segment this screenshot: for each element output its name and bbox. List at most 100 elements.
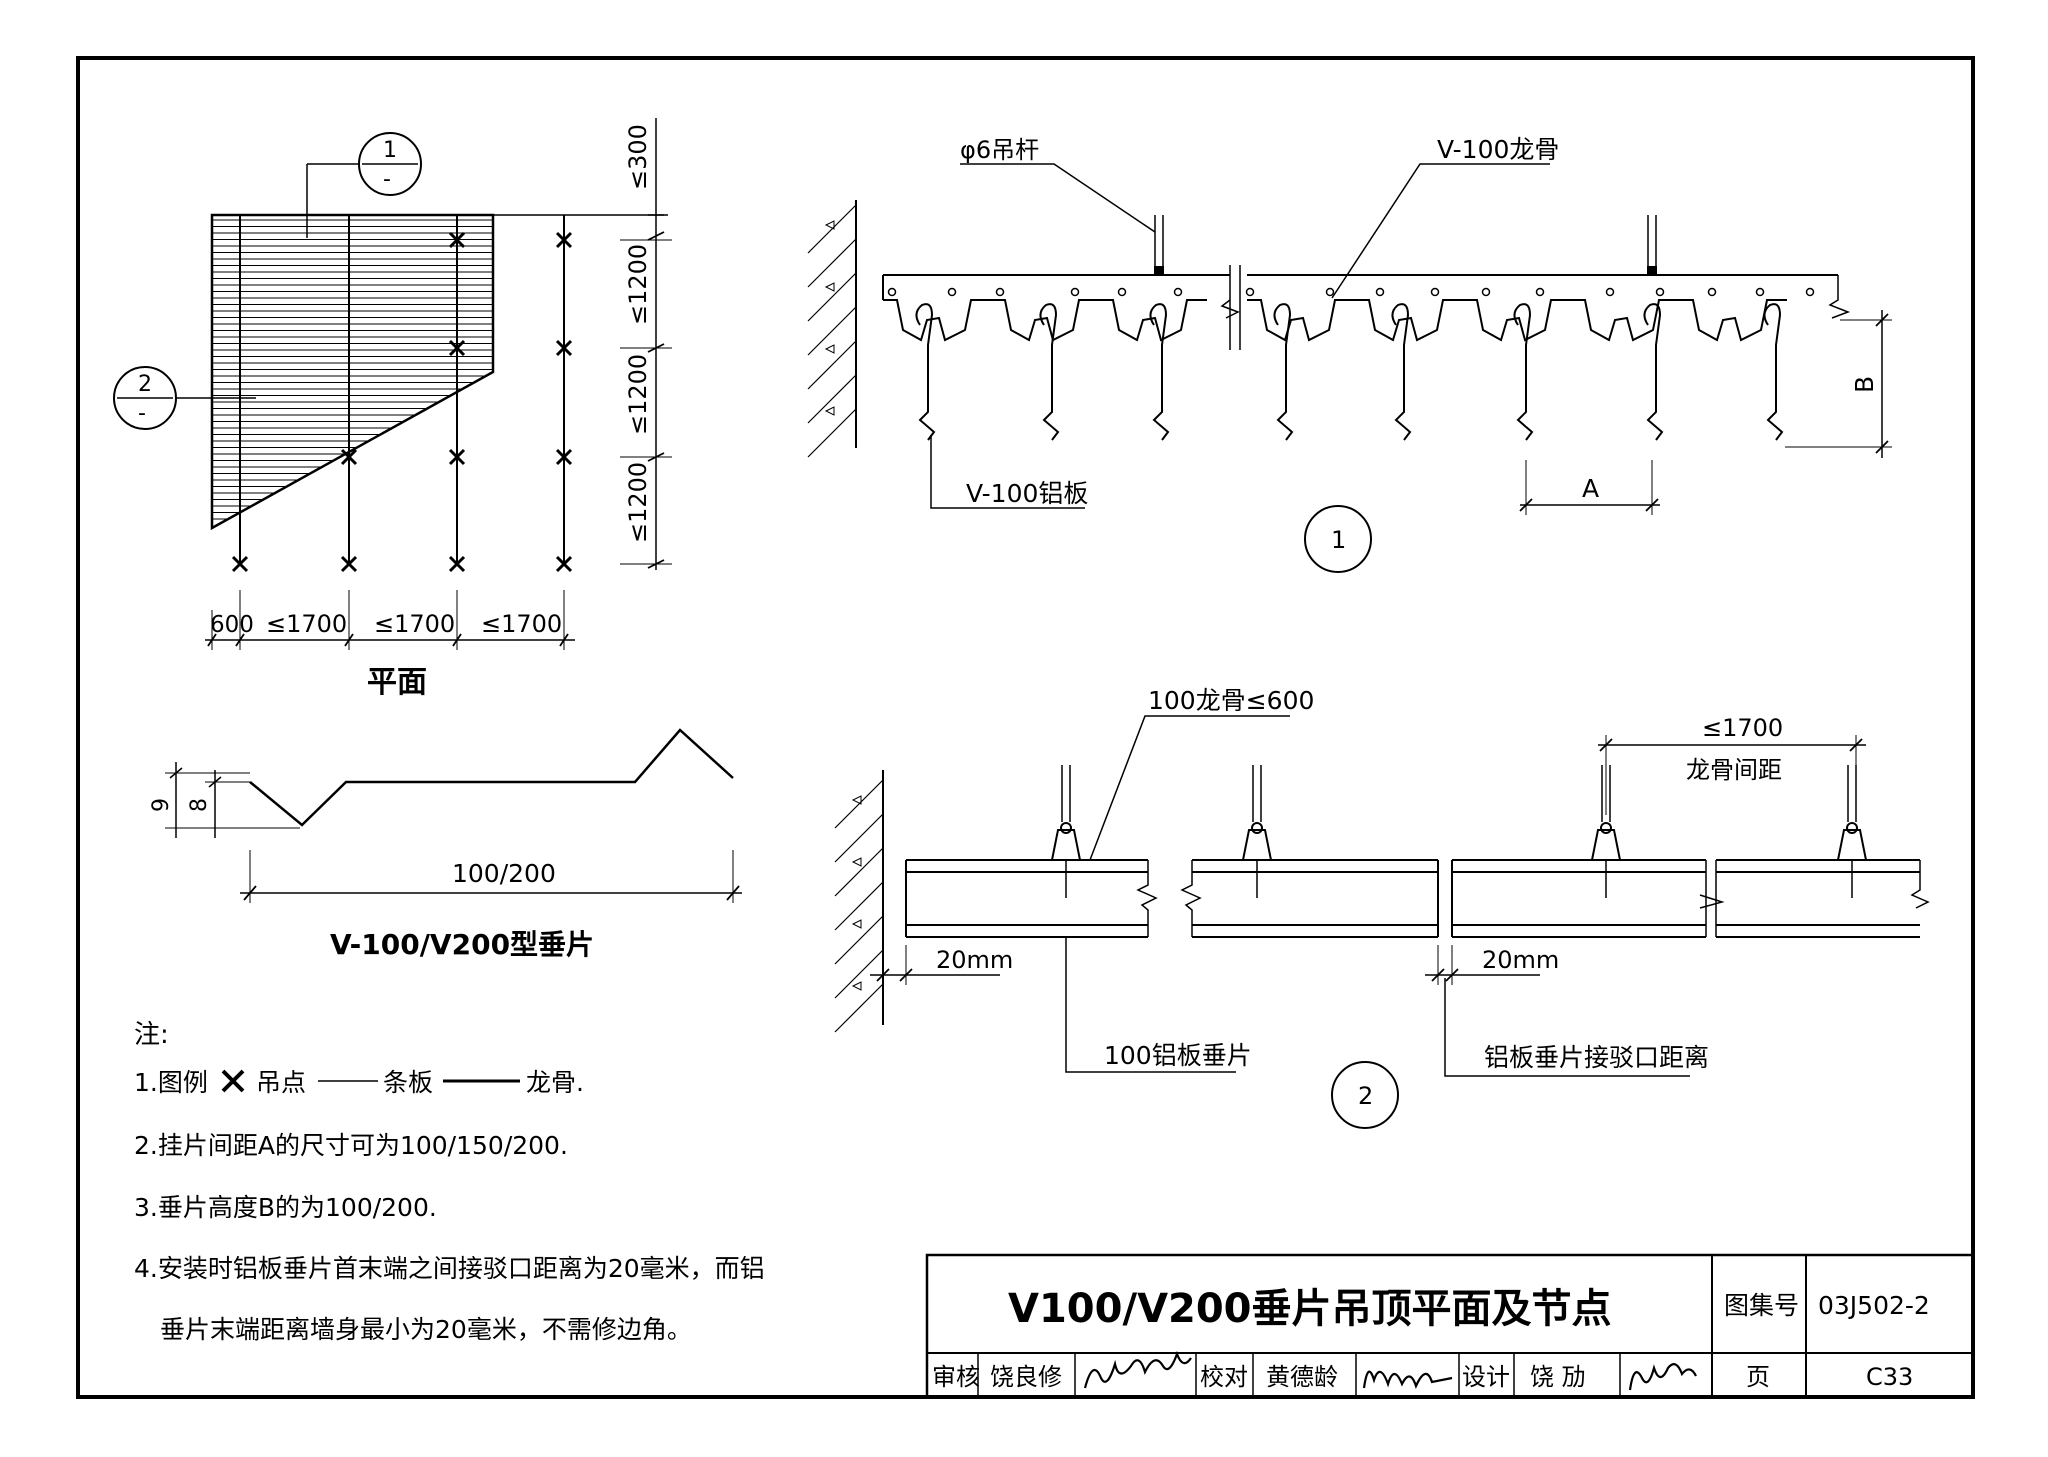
detail1-wall-hatching xyxy=(807,204,857,458)
keel-hole xyxy=(1430,287,1440,297)
dim-vertical-1200-b: ≤1200 xyxy=(624,354,652,435)
detail1-number-circle xyxy=(1304,505,1372,573)
legend-x-icon xyxy=(221,1069,245,1093)
wall-hatch-line xyxy=(807,374,857,424)
keel-hole xyxy=(947,287,957,297)
detail1-keel-holes xyxy=(887,287,1815,297)
label-joint-distance: 铝板垂片接驳口距离 xyxy=(1484,1043,1709,1072)
leader-keel-600 xyxy=(1089,715,1290,861)
plan-vertical-dimension xyxy=(620,118,672,570)
detail-1: φ6吊杆 V-100龙骨 V-100铝板 A B 1 xyxy=(807,135,1892,573)
page-label: 页 xyxy=(1746,1363,1770,1391)
design-label: 设计 xyxy=(1462,1363,1510,1391)
designer-signature xyxy=(1628,1363,1697,1391)
detail1-hanger-rods xyxy=(1154,215,1657,275)
wall-hatch-line xyxy=(834,813,884,863)
note-1-prefix: 1.图例 xyxy=(134,1068,208,1097)
dimension-gap-right xyxy=(1425,945,1540,985)
keel-hole xyxy=(1655,287,1665,297)
designer-name: 饶 劢 xyxy=(1530,1363,1586,1391)
plan-horizontal-dimension xyxy=(205,590,575,650)
note-4-line-1: 4.安装时铝板垂片首末端之间接驳口距离为20毫米，而铝 xyxy=(134,1254,765,1283)
profile-length-dimension xyxy=(240,850,742,903)
keel-hole xyxy=(1173,287,1183,297)
profile-view: 9 8 100/200 V-100/V200型垂片 xyxy=(149,728,742,961)
concrete-mark xyxy=(824,406,835,416)
wall-hatch-line xyxy=(834,779,884,829)
atlas-label: 图集号 xyxy=(1724,1291,1799,1320)
keel-hole xyxy=(995,287,1005,297)
dimension-gap-left xyxy=(870,945,1000,985)
keel-hole xyxy=(1535,287,1545,297)
concrete-mark xyxy=(824,344,835,354)
detail1-keel-clips xyxy=(883,299,1787,342)
title-block: V100/V200垂片吊顶平面及节点 图集号 03J502-2 审核 饶良修 校… xyxy=(925,1253,1975,1399)
drawing-title: V100/V200垂片吊顶平面及节点 xyxy=(1008,1286,1612,1332)
dim-span-1700: ≤1700 xyxy=(1702,714,1783,742)
concrete-mark xyxy=(851,981,862,991)
keel-hole xyxy=(1325,287,1335,297)
wall-hatch-line xyxy=(834,881,884,931)
leader-rod xyxy=(960,163,1156,233)
svg-text:1: 1 xyxy=(383,138,397,163)
hanging-point-mark xyxy=(555,231,573,249)
label-panel: V-100铝板 xyxy=(966,479,1088,508)
gap-left-20mm: 20mm xyxy=(936,946,1013,974)
note-4-line-2: 垂片末端距离墙身最小为20毫米，不需修边角。 xyxy=(160,1315,692,1344)
label-rod: φ6吊杆 xyxy=(960,136,1039,164)
dim-vertical-1200-a: ≤1200 xyxy=(624,244,652,325)
v-panel xyxy=(1273,303,1294,441)
hanging-point-mark xyxy=(448,231,466,249)
concrete-mark xyxy=(824,282,835,292)
v-panel xyxy=(1149,303,1170,441)
reviewer-signature xyxy=(1083,1350,1192,1389)
label-panel-100: 100铝板垂片 xyxy=(1104,1041,1252,1070)
dim-top-300: ≤300 xyxy=(624,124,652,190)
detail2-keel-hangers xyxy=(1051,765,1867,898)
dim-horizontal-1700-b: ≤1700 xyxy=(374,610,455,638)
atlas-number: 03J502-2 xyxy=(1818,1291,1930,1320)
v-panel xyxy=(1513,303,1534,441)
notes: 注: 1.图例 吊点 条板 龙骨. 2.挂片间距A的尺寸可为100/150/20… xyxy=(134,1020,765,1344)
page-number: C33 xyxy=(1866,1363,1913,1391)
wall-hatch-line xyxy=(807,238,857,288)
note-1-strip: 条板 xyxy=(383,1068,433,1097)
detail2-wall-hatching xyxy=(834,779,884,1033)
keel-hole xyxy=(1375,287,1385,297)
detail2-number: 2 xyxy=(1358,1082,1373,1110)
hanging-point-mark xyxy=(448,339,466,357)
keel-hanger xyxy=(1051,829,1081,861)
wall-hatch-line xyxy=(834,983,884,1033)
keel-hole xyxy=(1117,287,1127,297)
v-panel xyxy=(1763,303,1784,441)
hanging-point-mark xyxy=(340,555,358,573)
concrete-mark xyxy=(851,919,862,929)
detail2-number-circle xyxy=(1331,1061,1399,1129)
profile-dim-9: 9 xyxy=(149,798,174,812)
reviewer-name: 饶良修 xyxy=(990,1363,1062,1391)
keel-hanger xyxy=(1591,829,1621,861)
leader-panel-100 xyxy=(1065,937,1236,1073)
label-keel-spacing: 龙骨间距 xyxy=(1686,756,1782,784)
detail1-number: 1 xyxy=(1331,526,1346,554)
dim-horizontal-600: 600 xyxy=(210,612,254,638)
hanging-point-mark xyxy=(231,555,249,573)
checker-name: 黄德龄 xyxy=(1266,1363,1338,1391)
dim-horizontal-1700-a: ≤1700 xyxy=(266,610,347,638)
label-keel: V-100龙骨 xyxy=(1437,135,1559,164)
wall-hatch-line xyxy=(834,949,884,999)
detail-2: 100龙骨≤600 ≤1700 龙骨间距 20mm 20mm 1 xyxy=(834,686,1930,1129)
v-panel xyxy=(1039,303,1060,441)
v-panel xyxy=(1643,303,1664,441)
plan-view: ≤300 ≤1200 ≤1200 ≤1200 600 ≤1700 ≤1700 ≤… xyxy=(113,118,672,700)
keel-hole xyxy=(1755,287,1765,297)
profile-shape xyxy=(249,728,734,827)
keel-tooth-profile xyxy=(1247,299,1787,342)
keel-hanger xyxy=(1837,829,1867,861)
hanging-point-marks xyxy=(231,231,573,573)
profile-caption: V-100/V200型垂片 xyxy=(330,928,594,961)
svg-text:-: - xyxy=(138,401,146,426)
dimension-b xyxy=(1785,310,1892,458)
wall-hatch-line xyxy=(807,340,857,390)
note-1-keel: 龙骨. xyxy=(526,1068,584,1097)
